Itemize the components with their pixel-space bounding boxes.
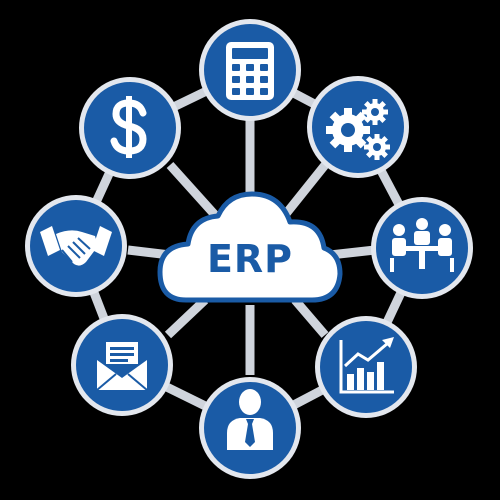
gears-icon: [326, 99, 390, 160]
node-circle: [320, 321, 412, 413]
node-calculator: [199, 19, 301, 121]
node-circle: [76, 319, 168, 411]
node-growth-chart: [315, 316, 417, 418]
node-gears: [307, 76, 409, 178]
connector-gears: [281, 162, 329, 218]
node-dollar: [79, 77, 181, 179]
calculator-icon: [226, 42, 274, 100]
dollar-icon: [110, 96, 147, 158]
connector-team: [329, 245, 376, 260]
erp-label: ERP: [207, 237, 293, 281]
node-handshake: [25, 195, 127, 297]
envelope-icon: [96, 342, 148, 391]
connector-mail: [164, 296, 209, 339]
handshake-icon: [40, 226, 112, 266]
businessman-icon: [227, 389, 273, 450]
connector-dollar: [166, 161, 219, 219]
erp-cloud: ERP: [157, 191, 343, 303]
bar-chart-growth-icon: [339, 337, 394, 394]
node-person: [199, 377, 301, 479]
team-meeting-icon: [390, 218, 454, 272]
node-mail: [71, 314, 173, 416]
cloud-shape: [157, 191, 343, 303]
node-team-meeting: [371, 197, 473, 299]
connector-chart: [291, 297, 329, 338]
